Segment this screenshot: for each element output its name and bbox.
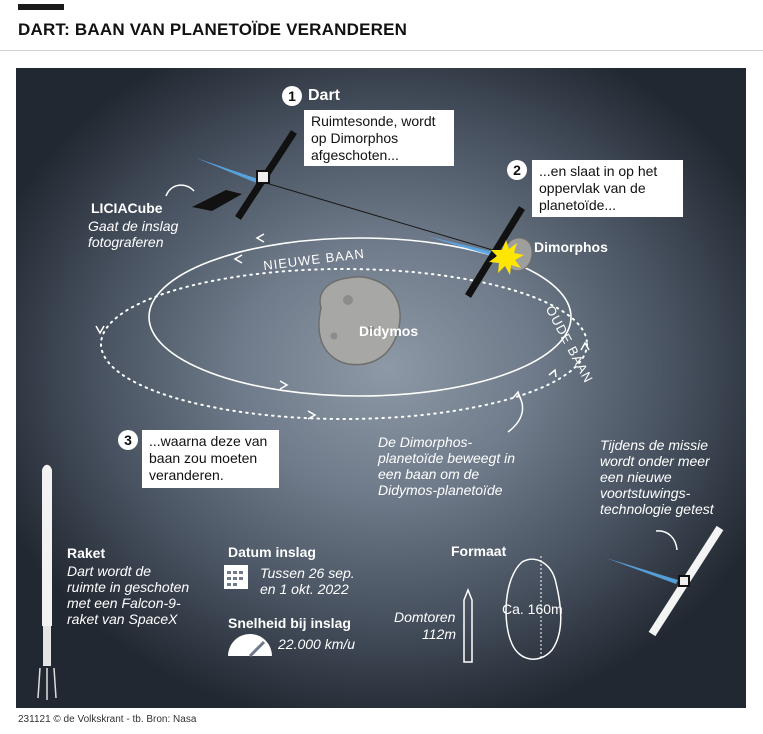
trajectory-line <box>265 182 497 252</box>
format-title: Formaat <box>451 543 507 559</box>
asteroid-outline-icon <box>505 558 562 660</box>
didymos-asteroid <box>318 276 401 366</box>
blue-trail <box>426 236 494 256</box>
impact-date-title: Datum inslag <box>228 544 316 560</box>
blue-trail <box>606 558 678 584</box>
step-3-callout: ...waarna deze van baan zou moeten veran… <box>142 430 279 488</box>
impact-speed-value: 22.000 km/u <box>278 636 356 652</box>
asteroid-size-label: Ca. 160m <box>502 601 563 617</box>
credits-footer: 231121 © de Volkskrant - tb. Bron: Nasa <box>18 714 197 725</box>
dimorphos-orbit-note: De Dimorphos-planetoïde beweegt in een b… <box>378 434 515 498</box>
speedometer-needle-icon <box>248 640 266 658</box>
old-orbit-path <box>100 268 588 420</box>
liciacube-desc: Gaat de inslag fotograferen <box>88 218 179 250</box>
rocket-legs-icon <box>37 667 57 700</box>
liciacube-icon <box>192 190 242 211</box>
raket-desc: Dart wordt de ruimte in geschoten met ee… <box>67 563 190 627</box>
orbit-arrow-icon <box>307 410 317 420</box>
impact-burst-icon <box>489 240 524 275</box>
arrowhead-icon <box>512 390 522 401</box>
propulsion-note: Tijdens de missie wordt onder meer een n… <box>600 437 714 517</box>
orbit-arrow-icon <box>233 254 243 264</box>
step-1-callout: Ruimtesonde, wordt op Dimorphos afgescho… <box>304 110 454 166</box>
title-divider <box>0 50 763 51</box>
orbit-arrow-icon <box>279 380 289 390</box>
dart-heading: Dart <box>308 87 341 104</box>
new-orbit-path <box>148 237 572 397</box>
liciacube-label: LICIACube <box>91 200 163 216</box>
step-2-callout: ...en slaat in op het oppervlak van de p… <box>532 160 683 217</box>
dimorphos-label: Dimorphos <box>534 239 608 255</box>
domtoren-label: Domtoren <box>394 609 456 625</box>
infographic-panel: 1 Dart Ruimtesonde, wordt op Dimorphos a… <box>16 68 746 708</box>
diagram-artwork <box>37 130 724 700</box>
orbit-arrow-icon <box>255 233 265 243</box>
dart-spacecraft-icon <box>256 170 270 184</box>
curved-arrow-icon <box>165 184 195 197</box>
crater-icon <box>330 332 338 340</box>
domtoren-icon <box>463 587 473 663</box>
step-1-badge: 1 <box>282 86 302 106</box>
impact-date-value: Tussen 26 sep. en 1 okt. 2022 <box>260 565 355 597</box>
crater-icon <box>367 326 375 334</box>
orbit-arrow-icon <box>95 325 105 335</box>
domtoren-height: 112m <box>422 626 456 642</box>
curved-arrow-icon <box>655 530 678 551</box>
blue-trail <box>196 158 261 184</box>
page-title: DART: BAAN VAN PLANETOÏDE VERANDEREN <box>18 20 408 39</box>
speedometer-icon <box>228 634 272 656</box>
raket-title: Raket <box>67 545 106 561</box>
step-3-badge: 3 <box>118 430 138 450</box>
orbit-arrow-icon <box>548 368 557 378</box>
calendar-grid-icon <box>227 571 243 586</box>
falcon-rocket-icon <box>42 464 52 626</box>
falcon-rocket-icon <box>43 626 51 666</box>
orbit-arrow-icon <box>580 341 590 351</box>
didymos-label: Didymos <box>359 323 419 339</box>
impact-speed-title: Snelheid bij inslag <box>228 615 351 631</box>
step-2-badge: 2 <box>507 160 527 180</box>
propulsion-spacecraft-icon <box>678 575 690 587</box>
crater-icon <box>343 295 353 305</box>
header-accent-bar <box>18 4 64 10</box>
